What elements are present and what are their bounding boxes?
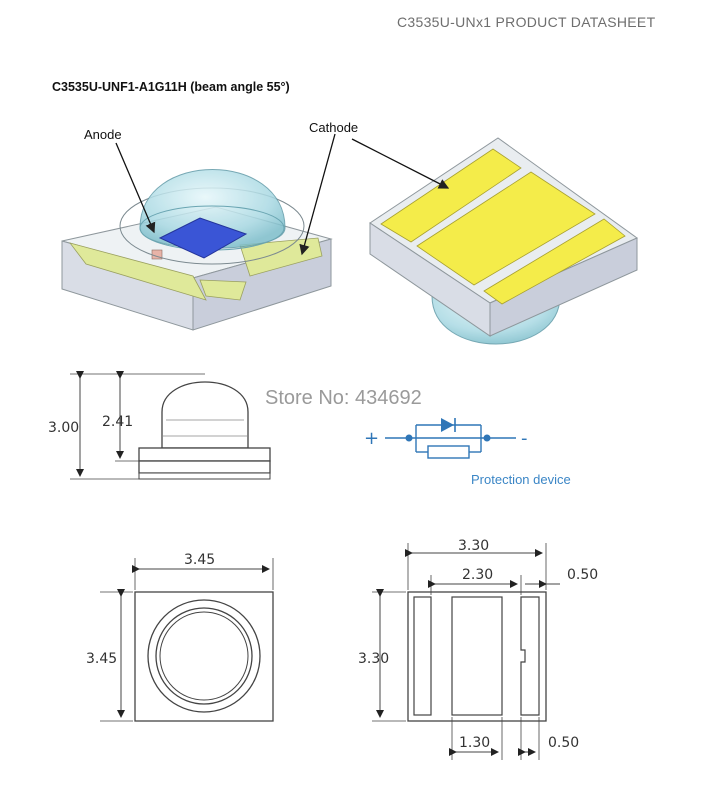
led-die (158, 217, 248, 259)
circuit-plus: + (364, 428, 379, 449)
dim-bottom-gap-bottom: 0.50 (548, 735, 579, 751)
dim-lens-height: 2.41 (102, 414, 133, 430)
led-3d-bottom-view (351, 137, 639, 345)
dim-bottom-width: 3.30 (458, 538, 489, 554)
cathode-label: Cathode (309, 120, 359, 135)
dim-bottom-pad-small: 1.30 (459, 735, 490, 751)
led-3d-top-view (61, 133, 336, 331)
anode-pad (68, 242, 207, 301)
dim-bottom-gap-top: 0.50 (567, 567, 598, 583)
datasheet-title: C3535U-UNx1 PRODUCT DATASHEET (397, 14, 656, 30)
bottom-pad-edge (483, 218, 626, 305)
dim-bottom-height: 3.30 (358, 651, 389, 667)
circuit-minus: - (521, 428, 528, 449)
side-view-drawing: 3.00 2.41 (48, 371, 271, 480)
bottom-pad-large (416, 171, 596, 286)
part-number-title: C3535U-UNF1-A1G11H (beam angle 55°) (52, 80, 290, 94)
store-watermark: Store No: 434692 (265, 387, 422, 409)
dim-height-total: 3.00 (48, 420, 79, 436)
bottom-pad-small (380, 148, 522, 243)
dim-bottom-pad-width: 2.30 (462, 567, 493, 583)
protection-circuit: + - (364, 418, 528, 459)
resistor-symbol (427, 445, 470, 459)
dim-top-width: 3.45 (184, 552, 215, 568)
anode-label: Anode (84, 127, 122, 142)
diode-symbol (441, 418, 454, 432)
protection-device-caption: Protection device (471, 472, 571, 487)
top-view-drawing: 3.45 3.45 (86, 552, 274, 722)
bottom-view-drawing: 3.30 2.30 0.50 3.30 1.30 0.50 (358, 538, 598, 760)
dim-top-height: 3.45 (86, 651, 117, 667)
